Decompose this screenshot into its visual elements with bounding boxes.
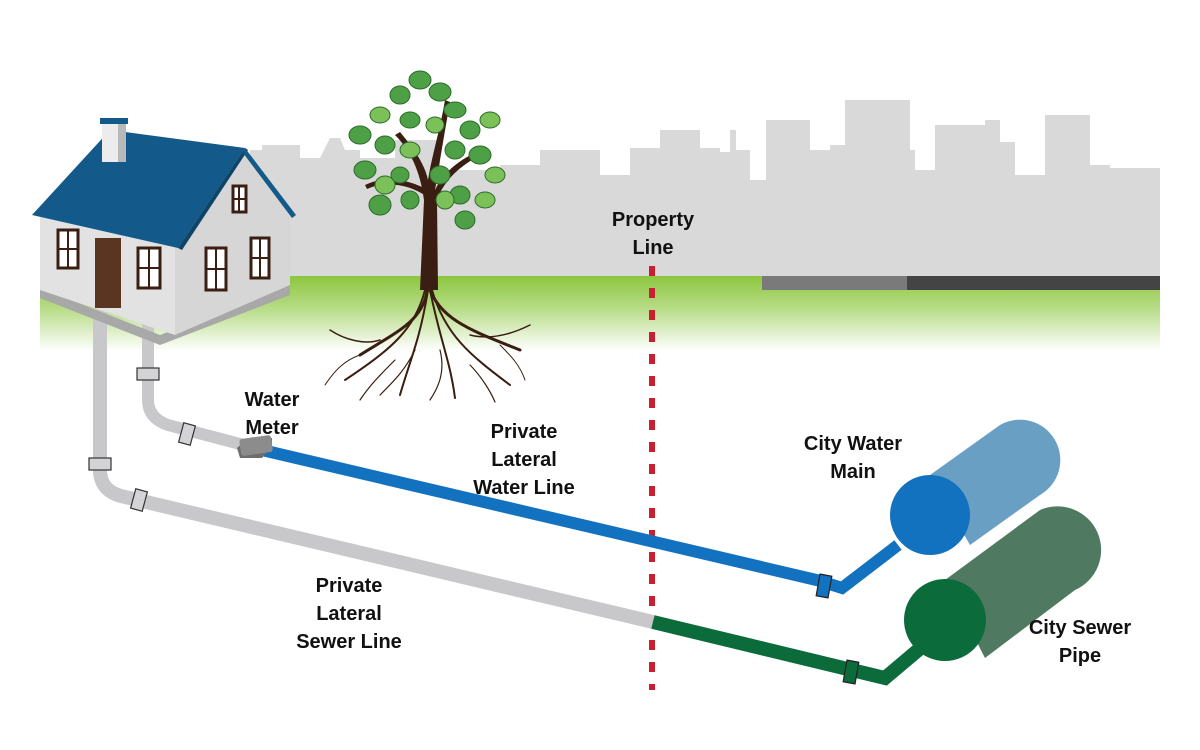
property-line-label-line1: Property: [611, 209, 695, 231]
tree-icon: [324, 70, 531, 403]
private-sewer-line-label-line1: Private: [315, 575, 383, 597]
water-main-cylinder: [890, 419, 1061, 555]
water-meter-label-line1: Water: [244, 389, 300, 411]
city-sewer-pipe-label-line1: City Sewer: [1028, 617, 1132, 639]
city-sewer-pipe-label: City Sewer Pipe: [1012, 614, 1148, 670]
private-water-line-label-line3: Water Line: [473, 477, 575, 499]
private-sewer-line-label: Private Lateral Sewer Line: [285, 572, 413, 656]
city-skyline: [250, 100, 1160, 280]
house-icon: [32, 118, 296, 345]
private-water-line: [260, 444, 827, 588]
water-coupling: [815, 573, 833, 599]
city-sewer-pipe-label-line2: Pipe: [1058, 645, 1102, 667]
house-door: [95, 238, 121, 308]
water-meter-icon: [237, 435, 273, 458]
road-light: [762, 276, 907, 290]
city-sewer-lateral: [651, 615, 935, 686]
house-water-line: [142, 320, 257, 454]
property-line-label: Property Line: [596, 206, 710, 262]
pipe-coupling: [88, 367, 197, 512]
sewer-coupling: [842, 659, 860, 685]
sewer-main-cylinder: [904, 506, 1102, 661]
city-water-lateral: [818, 540, 902, 595]
property-line-label-line2: Line: [632, 237, 674, 259]
city-water-main-label-line1: City Water: [803, 433, 903, 455]
water-meter-label-line2: Meter: [245, 417, 299, 439]
private-water-line-label-line2: Lateral: [491, 449, 557, 471]
private-water-line-label-line1: Private: [490, 421, 558, 443]
private-water-line-label: Private Lateral Water Line: [460, 418, 588, 502]
private-sewer-line-label-line2: Lateral: [316, 603, 382, 625]
city-water-main-label-line2: Main: [830, 461, 876, 483]
road-dark: [907, 276, 1160, 290]
water-meter-label: Water Meter: [232, 386, 312, 442]
city-water-main-label: City Water Main: [785, 430, 921, 486]
private-sewer-line-label-line3: Sewer Line: [296, 631, 402, 653]
